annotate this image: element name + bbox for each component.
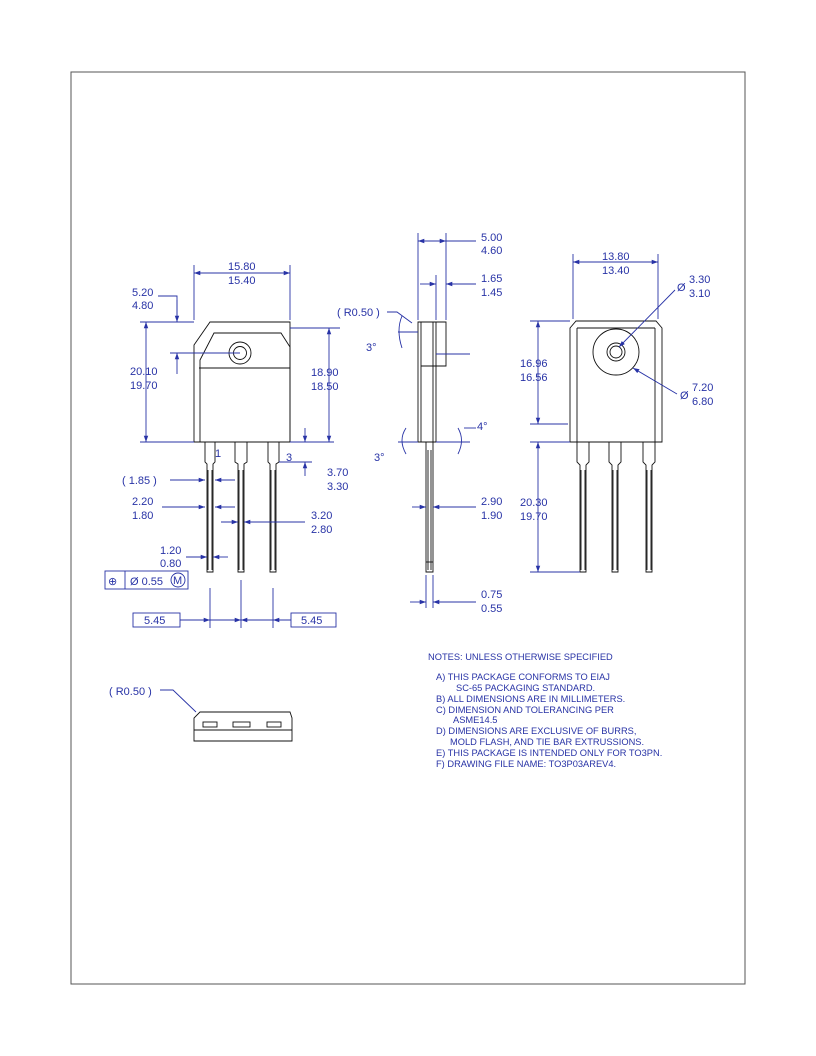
side-angle-right: 4° <box>477 421 488 433</box>
side-lead-thickness-max: 0.75 <box>481 589 502 601</box>
notes-title: NOTES: UNLESS OTHERWISE SPECIFIED <box>428 652 613 662</box>
note-line: B) ALL DIMENSIONS ARE IN MILLIMETERS. <box>436 694 625 704</box>
side-thickness-max: 5.00 <box>481 232 502 244</box>
note-line: E) THIS PACKAGE IS INTENDED ONLY FOR TO3… <box>436 748 662 758</box>
ring-diameter-min: 6.80 <box>692 396 713 408</box>
overall-height-min: 19.70 <box>130 380 158 392</box>
back-body-height-max: 16.96 <box>520 358 548 370</box>
back-mount-ring <box>592 328 640 376</box>
lead-width-max: 2.20 <box>132 496 153 508</box>
lead-width-min: 1.80 <box>132 510 153 522</box>
ring-diameter-max: 7.20 <box>692 382 713 394</box>
back-body-height-min: 16.56 <box>520 372 548 384</box>
hole-position-min: 4.80 <box>132 300 153 312</box>
side-angle-bottom: 3° <box>374 452 385 464</box>
mmc-modifier: M <box>173 575 182 587</box>
note-line: F) DRAWING FILE NAME: TO3P03AREV4. <box>436 759 616 769</box>
lead-ref-dim: ( 1.85 ) <box>122 475 157 487</box>
note-line: C) DIMENSION AND TOLERANCING PER <box>436 705 614 715</box>
pitch-right: 5.45 <box>301 615 322 627</box>
pin-step-min: 3.30 <box>327 481 348 493</box>
tab-thickness-min: 1.45 <box>481 287 502 299</box>
pitch-left: 5.45 <box>144 615 165 627</box>
hole-position-max: 5.20 <box>132 287 153 299</box>
side-lead <box>425 442 434 573</box>
back-width-min: 13.40 <box>602 265 630 277</box>
hole-diameter-max: 3.30 <box>689 274 710 286</box>
front-body-outline <box>193 321 291 443</box>
back-width-max: 13.80 <box>602 251 630 263</box>
bottom-radius: ( R0.50 ) <box>109 686 152 698</box>
lead-width2-min: 2.80 <box>311 524 332 536</box>
position-tolerance-frame: ⊕ Ø 0.55 M <box>104 570 189 590</box>
note-line: D) DIMENSIONS ARE EXCLUSIVE OF BURRS, <box>436 726 636 736</box>
body-height-min: 18.50 <box>311 381 339 393</box>
pin-step-max: 3.70 <box>327 467 348 479</box>
note-line: A) THIS PACKAGE CONFORMS TO EIAJ <box>436 672 610 682</box>
lead-thickness-max: 1.20 <box>160 545 181 557</box>
tolerance-diameter: Ø 0.55 <box>130 576 163 588</box>
side-thickness-min: 4.60 <box>481 245 502 257</box>
lead-thickness-min: 0.80 <box>160 558 181 570</box>
bottom-view: ( R0.50 ) <box>109 686 293 742</box>
overall-height-max: 20.10 <box>130 366 158 378</box>
side-tab <box>436 321 447 367</box>
side-radius: ( R0.50 ) <box>337 307 380 319</box>
position-symbol: ⊕ <box>108 576 117 588</box>
side-lead-thickness-min: 0.55 <box>481 603 502 615</box>
ring-diameter-symbol: Ø <box>680 390 689 402</box>
notes-block: NOTES: UNLESS OTHERWISE SPECIFIED A) THI… <box>428 652 662 769</box>
front-body-inner <box>199 332 291 442</box>
front-view: 1 3 15.80 15.40 5.20 4.80 20.10 19.70 18… <box>104 261 348 628</box>
side-lead-max: 2.90 <box>481 496 502 508</box>
back-lead-length-max: 20.30 <box>520 497 548 509</box>
side-view: 5.00 4.60 1.65 1.45 ( R0.50 ) 3° 3° 4° 2… <box>337 232 502 615</box>
side-angle-top: 3° <box>366 342 377 354</box>
body-height-max: 18.90 <box>311 367 339 379</box>
pin-1-label: 1 <box>215 448 221 460</box>
front-width-max: 15.80 <box>228 261 256 273</box>
back-view: 13.80 13.40 Ø 3.30 3.10 Ø 7.20 6.80 16.9… <box>520 251 713 573</box>
note-line: ASME14.5 <box>453 715 497 725</box>
tab-thickness-max: 1.65 <box>481 273 502 285</box>
front-width-min: 15.40 <box>228 275 256 287</box>
hole-diameter-min: 3.10 <box>689 288 710 300</box>
hole-diameter-symbol: Ø <box>677 282 686 294</box>
back-leads <box>576 442 656 573</box>
note-line: SC-65 PACKAGING STANDARD. <box>456 683 595 693</box>
front-leads <box>204 442 280 573</box>
bottom-body-outline <box>193 711 293 742</box>
back-body-outline <box>569 320 663 443</box>
note-line: MOLD FLASH, AND TIE BAR EXTRUSSIONS. <box>450 737 644 747</box>
back-mount-hole <box>606 342 626 362</box>
pin-3-label: 3 <box>286 452 292 464</box>
back-lead-length-min: 19.70 <box>520 511 548 523</box>
page-frame <box>70 71 746 985</box>
lead-width2-max: 3.20 <box>311 510 332 522</box>
side-lead-min: 1.90 <box>481 510 502 522</box>
